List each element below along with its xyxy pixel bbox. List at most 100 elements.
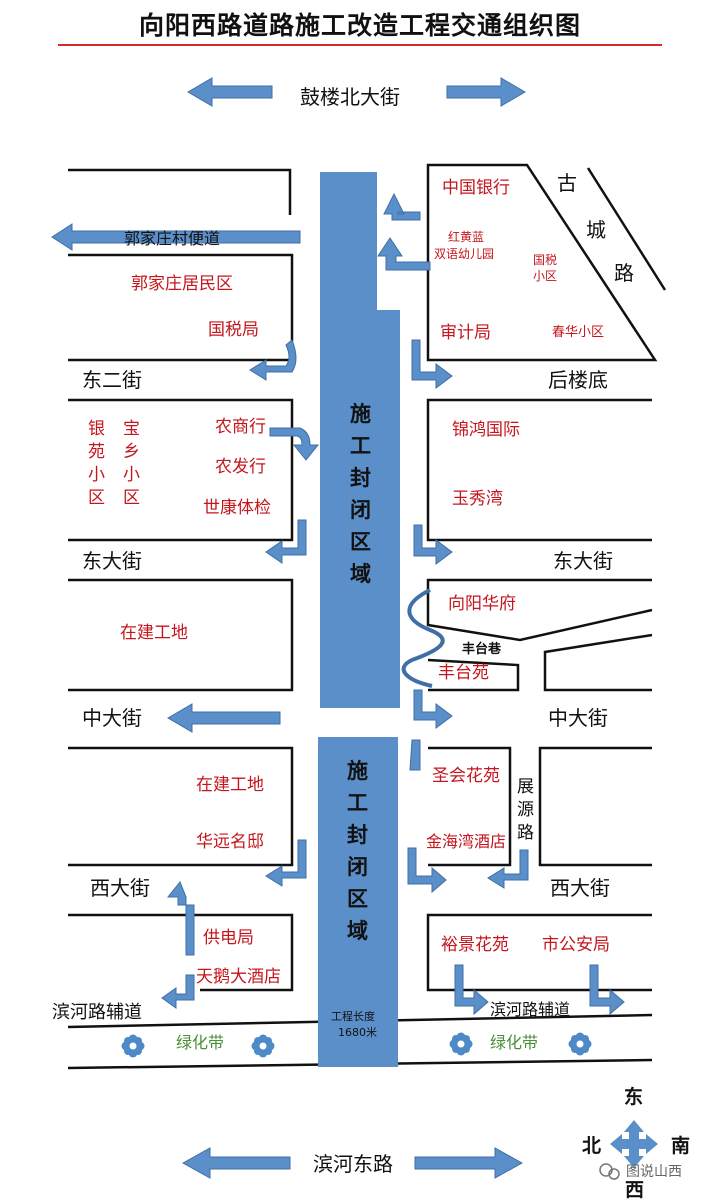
zone-south-char: 工 bbox=[347, 791, 368, 815]
block-boc bbox=[426, 163, 658, 362]
street-fengtai-lane: 丰台巷 bbox=[462, 641, 502, 657]
street-gucheng-2: 城 bbox=[586, 218, 606, 242]
title-rule bbox=[58, 44, 662, 46]
street-gucheng-3: 路 bbox=[614, 261, 634, 285]
zone-south-char: 域 bbox=[347, 919, 368, 943]
place-nongfa: 农发行 bbox=[215, 457, 266, 477]
place-guojia-res: 郭家庄居民区 bbox=[131, 274, 233, 294]
construction-zone-north bbox=[320, 310, 400, 708]
place-guoshui-xiaoqu-1: 国税 bbox=[533, 253, 557, 267]
place-yinyuan-1: 银 bbox=[88, 419, 105, 439]
yujing-down-arrow bbox=[454, 964, 489, 1016]
street-houloudi: 后楼底 bbox=[548, 368, 608, 392]
street-xida-e: 西大街 bbox=[550, 876, 610, 900]
zone-south-char: 闭 bbox=[347, 855, 368, 879]
block-jinhong bbox=[426, 398, 652, 542]
street-gucheng-1: 古 bbox=[557, 171, 577, 195]
block-zhanyuan-right bbox=[538, 746, 652, 867]
place-kindergarten-1: 红黄蓝 bbox=[448, 229, 484, 244]
street-binhe-east: 滨河东路 bbox=[313, 1152, 393, 1176]
place-huayuan: 华远名邸 bbox=[196, 832, 264, 852]
watermark: 图说山西 bbox=[599, 1163, 682, 1180]
place-boc: 中国银行 bbox=[442, 178, 510, 198]
zhanyuan-turn-arrow bbox=[487, 849, 529, 889]
green-belt-left: 绿化带 bbox=[176, 1033, 224, 1052]
place-guoshui-xiaoqu-2: 小区 bbox=[533, 269, 557, 283]
zone-north-char: 域 bbox=[350, 562, 371, 586]
compass: 东 北 南 西 bbox=[582, 1085, 690, 1201]
block-nw-top bbox=[68, 168, 292, 215]
street-gulou: 鼓楼北大街 bbox=[300, 85, 400, 109]
block-site2 bbox=[68, 746, 294, 867]
place-shenji: 审计局 bbox=[440, 323, 491, 343]
zone-north-label: 施 工 封 闭 区 域 bbox=[350, 402, 371, 586]
zone-south-char: 区 bbox=[347, 887, 368, 911]
street-binhe-aux-e: 滨河路辅道 bbox=[490, 1000, 570, 1019]
zone-north-char: 工 bbox=[350, 434, 371, 458]
place-baoxiang-4: 区 bbox=[123, 488, 140, 508]
place-baoxiang-1: 宝 bbox=[123, 419, 140, 439]
gongdian-up-arrow bbox=[166, 881, 195, 956]
block-fengtai-right bbox=[543, 633, 653, 692]
street-dongda-e: 东大街 bbox=[553, 549, 613, 573]
zone-north-char: 闭 bbox=[350, 498, 371, 522]
gulou-arrow-left bbox=[187, 77, 273, 107]
place-site2: 在建工地 bbox=[196, 775, 264, 795]
place-yinyuan-3: 小 bbox=[88, 465, 105, 485]
construction-zone-south bbox=[318, 737, 398, 1067]
zone-south-char: 施 bbox=[347, 759, 368, 783]
jinhaiwan-turn-arrow bbox=[407, 847, 447, 894]
huayuan-turn-arrow bbox=[265, 839, 307, 887]
flower-icon bbox=[449, 1032, 473, 1056]
zhongda-e-turn-arrow bbox=[413, 689, 453, 729]
guojia-bypass-arrow bbox=[51, 223, 301, 251]
place-chunhua: 春华小区 bbox=[552, 325, 604, 340]
place-yinyuan-2: 苑 bbox=[88, 442, 105, 462]
zone-north-char: 施 bbox=[350, 402, 371, 426]
flower-icon bbox=[121, 1034, 145, 1058]
block-guojiazhuang bbox=[68, 253, 294, 362]
zone-south-char: 封 bbox=[347, 823, 368, 847]
street-dong-er: 东二街 bbox=[82, 368, 142, 392]
compass-north: 北 bbox=[582, 1135, 601, 1157]
place-baoxiang-3: 小 bbox=[123, 465, 140, 485]
place-site1: 在建工地 bbox=[120, 623, 188, 643]
block-yujing bbox=[426, 913, 652, 992]
project-length-value: 1680米 bbox=[338, 1026, 377, 1039]
street-xida-w: 西大街 bbox=[90, 876, 150, 900]
street-guojia-bypass: 郭家庄村便道 bbox=[124, 229, 220, 248]
place-gongdian: 供电局 bbox=[203, 928, 254, 948]
fengtai-wave-arrow bbox=[401, 588, 445, 688]
zhongda-arrow-left bbox=[167, 703, 281, 733]
flower-icon bbox=[251, 1034, 275, 1058]
place-yinyuan-4: 区 bbox=[88, 488, 105, 508]
street-zhongda-w: 中大街 bbox=[82, 706, 142, 730]
street-dongda-w: 东大街 bbox=[82, 549, 142, 573]
street-zhanyuan-2: 源 bbox=[517, 800, 534, 820]
project-length-label: 工程长度 bbox=[331, 1009, 375, 1023]
place-jinhong: 锦鸿国际 bbox=[452, 420, 520, 440]
block-nongshang bbox=[68, 398, 294, 542]
place-gonganju: 市公安局 bbox=[542, 935, 610, 955]
nongshang-turn-arrow bbox=[269, 427, 320, 461]
zone-north-char: 区 bbox=[350, 530, 371, 554]
dong-er-turn-arrow bbox=[249, 339, 297, 381]
diagram-title: 向阳西路道路施工改造工程交通组织图 bbox=[138, 11, 581, 40]
block-xiangyang bbox=[426, 578, 653, 642]
traffic-arrows bbox=[51, 77, 625, 1179]
binhe-arrow-left bbox=[181, 1147, 291, 1179]
boc-arrow-up bbox=[383, 192, 421, 221]
street-binhe-aux-w: 滨河路辅道 bbox=[52, 1002, 142, 1023]
binhe-arrow-right bbox=[414, 1147, 524, 1179]
compass-west: 西 bbox=[625, 1179, 644, 1201]
zone-north-char: 封 bbox=[350, 466, 371, 490]
compass-south: 南 bbox=[671, 1135, 690, 1157]
green-belt-right: 绿化带 bbox=[490, 1033, 538, 1052]
shenghui-down-arrow bbox=[409, 739, 421, 771]
gonganju-down-arrow bbox=[589, 964, 625, 1016]
place-yujing: 裕景花苑 bbox=[441, 935, 509, 955]
block-site1 bbox=[68, 578, 294, 692]
place-xiangyang-huafu: 向阳华府 bbox=[448, 594, 516, 614]
block-gongdian bbox=[68, 913, 294, 992]
